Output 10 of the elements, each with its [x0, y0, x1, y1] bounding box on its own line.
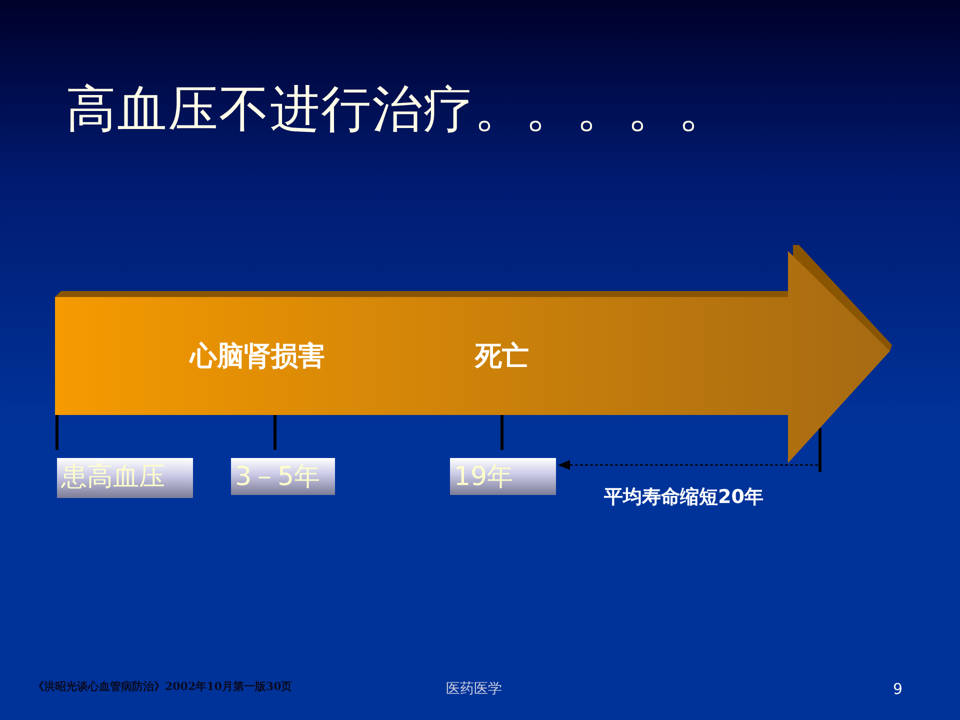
time-label: 19年 [450, 458, 556, 495]
time-label: 3－5年 [231, 458, 335, 495]
event-label: 死亡 [475, 340, 529, 374]
page-number: 9 [893, 680, 903, 698]
time-label: 患高血压 [57, 458, 193, 498]
edge-label: 平均寿命缩短20年 [604, 485, 764, 510]
footer-text: 医药医学 [446, 680, 502, 698]
event-label: 心脑肾损害 [190, 340, 325, 374]
slide-title: 高血压不进行治疗。。。。。 [66, 79, 729, 140]
citation-note: 《洪昭光谈心血管病防治》2002年10月第一版30页 [33, 679, 292, 694]
